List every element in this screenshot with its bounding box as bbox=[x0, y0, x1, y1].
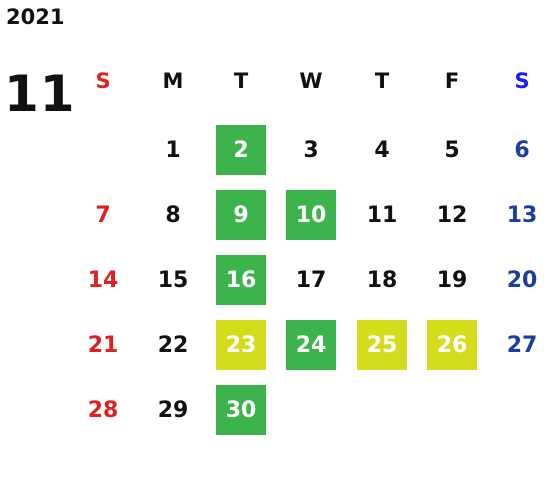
day-cell-24[interactable]: 24 bbox=[286, 320, 336, 370]
day-cell-3[interactable]: 3 bbox=[303, 137, 319, 163]
day-cell-18[interactable]: 18 bbox=[366, 267, 398, 293]
day-cell-30[interactable]: 30 bbox=[216, 385, 266, 435]
year-label: 2021 bbox=[6, 5, 65, 29]
day-cell-13[interactable]: 13 bbox=[506, 202, 538, 228]
day-cell-28[interactable]: 28 bbox=[87, 397, 119, 423]
day-cell-27[interactable]: 27 bbox=[506, 332, 538, 358]
day-cell-21[interactable]: 21 bbox=[87, 332, 119, 358]
day-cell-11[interactable]: 11 bbox=[366, 202, 398, 228]
day-cell-22[interactable]: 22 bbox=[157, 332, 189, 358]
day-cell-29[interactable]: 29 bbox=[157, 397, 189, 423]
weekday-header-mon: M bbox=[162, 69, 184, 93]
weekday-header-sat: S bbox=[514, 69, 530, 93]
day-cell-15[interactable]: 15 bbox=[157, 267, 189, 293]
weekday-header-sun: S bbox=[95, 69, 111, 93]
day-cell-17[interactable]: 17 bbox=[295, 267, 327, 293]
day-cell-9[interactable]: 9 bbox=[216, 190, 266, 240]
day-cell-26[interactable]: 26 bbox=[427, 320, 477, 370]
weekday-header-fri: F bbox=[444, 69, 460, 93]
day-cell-1[interactable]: 1 bbox=[165, 137, 181, 163]
day-cell-7[interactable]: 7 bbox=[95, 202, 111, 228]
day-cell-4[interactable]: 4 bbox=[374, 137, 390, 163]
day-cell-12[interactable]: 12 bbox=[436, 202, 468, 228]
day-cell-8[interactable]: 8 bbox=[165, 202, 181, 228]
weekday-header-thu: T bbox=[374, 69, 390, 93]
day-cell-20[interactable]: 20 bbox=[506, 267, 538, 293]
month-label: 11 bbox=[4, 65, 76, 123]
day-cell-10[interactable]: 10 bbox=[286, 190, 336, 240]
weekday-header-wed: W bbox=[299, 69, 323, 93]
day-cell-25[interactable]: 25 bbox=[357, 320, 407, 370]
day-cell-16[interactable]: 16 bbox=[216, 255, 266, 305]
weekday-header-tue: T bbox=[233, 69, 249, 93]
day-cell-19[interactable]: 19 bbox=[436, 267, 468, 293]
day-cell-23[interactable]: 23 bbox=[216, 320, 266, 370]
day-cell-5[interactable]: 5 bbox=[444, 137, 460, 163]
day-cell-6[interactable]: 6 bbox=[514, 137, 530, 163]
day-cell-2[interactable]: 2 bbox=[216, 125, 266, 175]
day-cell-14[interactable]: 14 bbox=[87, 267, 119, 293]
